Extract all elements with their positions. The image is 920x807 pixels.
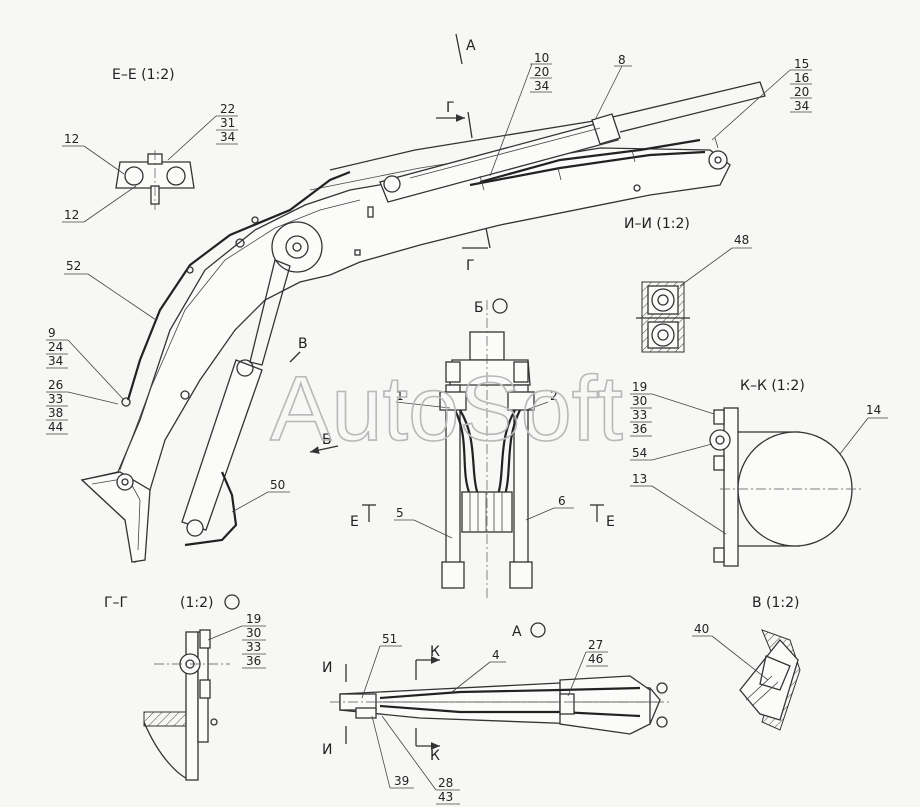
callout-50: 50: [231, 478, 290, 513]
lift-cylinder: [181, 259, 291, 537]
svg-text:46: 46: [588, 652, 603, 666]
svg-text:14: 14: [866, 403, 881, 417]
watermark: AutoSoft: [270, 358, 623, 460]
svg-text:26: 26: [48, 378, 63, 392]
svg-text:5: 5: [396, 506, 404, 520]
svg-text:8: 8: [618, 53, 626, 67]
svg-text:16: 16: [794, 71, 809, 85]
svg-text:34: 34: [48, 354, 63, 368]
svg-text:13: 13: [632, 472, 647, 486]
svg-text:22: 22: [220, 102, 235, 116]
svg-text:28: 28: [438, 776, 453, 790]
svg-text:40: 40: [694, 622, 709, 636]
view-kk: К–К (1:2) 19 30 33 36 54 13 14: [630, 378, 888, 567]
view-title-kk: К–К (1:2): [740, 378, 805, 394]
svg-text:24: 24: [48, 340, 63, 354]
svg-text:9: 9: [48, 326, 56, 340]
view-title-a: А: [512, 624, 522, 640]
svg-text:52: 52: [66, 259, 81, 273]
view-ii: И–И (1:2) 48: [624, 216, 752, 353]
view-title-b: Б: [474, 300, 484, 316]
boom-body: [80, 147, 731, 563]
marker-b-arrow: Б: [322, 432, 332, 448]
svg-text:48: 48: [734, 233, 749, 247]
svg-text:4: 4: [492, 648, 500, 662]
svg-text:1: 1: [396, 389, 404, 403]
view-b: Б 1 2 5 6 Е: [350, 298, 615, 600]
marker-k-top: К: [430, 644, 440, 660]
view-gg: Г–Г (1:2) 19 30 33 36: [104, 594, 266, 781]
callout-8: 8: [595, 53, 632, 119]
view-b-arrow: Б: [309, 432, 339, 454]
svg-text:19: 19: [246, 612, 261, 626]
view-v-arrow: В: [289, 336, 308, 363]
stick-cylinder: [379, 113, 621, 203]
svg-text:33: 33: [48, 392, 63, 406]
svg-text:36: 36: [632, 422, 647, 436]
marker-e-right: Е: [606, 514, 615, 530]
svg-text:38: 38: [48, 406, 63, 420]
view-title-ii: И–И (1:2): [624, 216, 690, 232]
callout-15: 15 16 20 34: [711, 57, 812, 141]
svg-text:54: 54: [632, 446, 647, 460]
svg-text:30: 30: [632, 394, 647, 408]
svg-text:12: 12: [64, 132, 79, 146]
callout-10-20-34: 10 20 34: [489, 51, 552, 177]
svg-text:33: 33: [632, 408, 647, 422]
svg-text:15: 15: [794, 57, 809, 71]
view-a: А И И К К 51 4 27 46: [322, 622, 670, 805]
callout-52: 52: [64, 259, 157, 321]
svg-text:10: 10: [534, 51, 549, 65]
view-ee: Е–Е (1:2) 22 31 34 12 12: [62, 67, 238, 223]
callout-26: 26 33 38 44: [46, 378, 119, 435]
svg-text:19: 19: [632, 380, 647, 394]
view-title-ee: Е–Е (1:2): [112, 67, 175, 83]
marker-e-left: Е: [350, 514, 359, 530]
svg-text:44: 44: [48, 420, 63, 434]
svg-text:39: 39: [394, 774, 409, 788]
svg-text:2: 2: [550, 389, 558, 403]
svg-text:33: 33: [246, 640, 261, 654]
hose-along-boom: [126, 170, 351, 401]
svg-text:43: 43: [438, 790, 453, 804]
section-g-lines: Г Г: [436, 100, 491, 274]
marker-v: В: [298, 336, 308, 352]
marker-k-bottom: К: [430, 748, 440, 764]
marker-a: А: [466, 38, 476, 54]
svg-text:34: 34: [220, 130, 235, 144]
svg-text:20: 20: [794, 85, 809, 99]
main-boom-view: [80, 81, 766, 563]
callout-9: 9 24 34: [46, 326, 125, 401]
view-title-gg: Г–Г: [104, 595, 128, 611]
marker-g-top: Г: [446, 100, 455, 116]
svg-text:34: 34: [794, 99, 809, 113]
marker-i-bottom: И: [322, 742, 332, 758]
svg-text:6: 6: [558, 494, 566, 508]
svg-text:50: 50: [270, 478, 285, 492]
view-v: В (1:2) 40: [692, 595, 801, 731]
svg-text:27: 27: [588, 638, 603, 652]
boom-pivot: [271, 221, 323, 273]
view-scale-gg: (1:2): [180, 595, 213, 611]
view-a-arrow: А: [455, 33, 476, 65]
marker-g-bottom: Г: [466, 258, 475, 274]
view-title-v: В (1:2): [752, 595, 800, 611]
svg-text:31: 31: [220, 116, 235, 130]
svg-text:36: 36: [246, 654, 261, 668]
svg-text:34: 34: [534, 79, 549, 93]
marker-i-top: И: [322, 660, 332, 676]
svg-text:12: 12: [64, 208, 79, 222]
svg-text:30: 30: [246, 626, 261, 640]
svg-text:20: 20: [534, 65, 549, 79]
svg-text:51: 51: [382, 632, 397, 646]
